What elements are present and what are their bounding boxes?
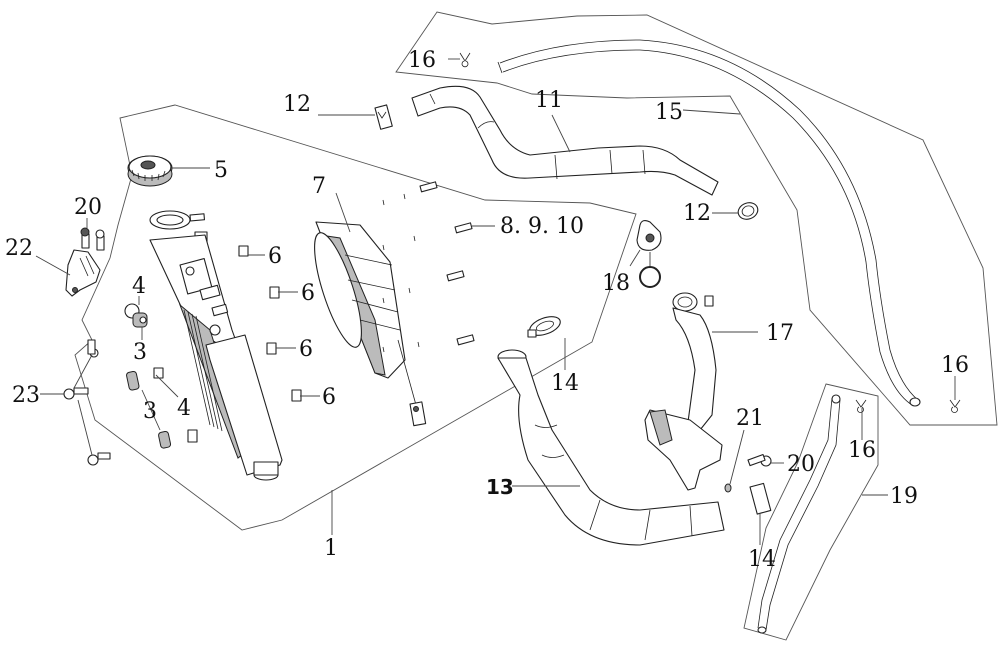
callout-11: 11 bbox=[535, 88, 563, 113]
bracket-part bbox=[65, 227, 105, 297]
siphon-hose-part bbox=[497, 39, 921, 407]
reserve-tank-part bbox=[644, 292, 723, 491]
spring-clips-part bbox=[459, 52, 961, 413]
callout-13: 13 bbox=[486, 475, 514, 499]
callout-5: 5 bbox=[214, 158, 228, 183]
callout-12-right: 12 bbox=[683, 201, 711, 226]
fan-bolts-part bbox=[382, 181, 475, 353]
callout-7: 7 bbox=[312, 174, 326, 199]
hose-clamp-14-part bbox=[527, 316, 561, 338]
callout-20-upper: 20 bbox=[74, 195, 102, 220]
callout-23: 23 bbox=[12, 383, 40, 408]
callout-14-lower: 14 bbox=[748, 547, 776, 572]
callout-15: 15 bbox=[655, 100, 683, 125]
callout-4-upper: 4 bbox=[132, 274, 146, 299]
cooling-fan-part bbox=[314, 221, 427, 427]
callout-3-lower: 3 bbox=[143, 399, 157, 424]
small-hardware-part bbox=[724, 453, 772, 515]
hose-clamps-12-part bbox=[374, 104, 759, 220]
callout-8-9-10: 8. 9. 10 bbox=[500, 214, 584, 239]
callout-17: 17 bbox=[766, 321, 794, 346]
reserve-cap-part bbox=[636, 219, 662, 288]
callout-4-lower: 4 bbox=[177, 396, 191, 421]
callout-19: 19 bbox=[890, 484, 918, 509]
callout-18: 18 bbox=[602, 271, 630, 296]
callout-14-upper: 14 bbox=[551, 371, 579, 396]
radiator-cap-part bbox=[127, 155, 173, 187]
callout-6-a: 6 bbox=[268, 244, 282, 269]
callout-1: 1 bbox=[324, 536, 338, 561]
frame-overflow-hose-group bbox=[743, 383, 879, 641]
callout-16-lower: 16 bbox=[848, 438, 876, 463]
clip-nuts-part bbox=[238, 245, 302, 402]
lower-hose-part bbox=[497, 349, 725, 546]
frame-upper-hose-group bbox=[395, 11, 998, 426]
callout-6-c: 6 bbox=[299, 337, 313, 362]
callout-20-lower: 20 bbox=[787, 452, 815, 477]
bolts-23-part bbox=[63, 339, 111, 466]
callout-6-d: 6 bbox=[322, 385, 336, 410]
overflow-hose-part bbox=[757, 394, 841, 634]
callout-6-b: 6 bbox=[301, 281, 315, 306]
callout-labels: 1 3 3 4 4 5 6 6 6 6 7 8. 9. 10 11 12 12 … bbox=[5, 48, 969, 572]
callout-16-top: 16 bbox=[408, 48, 436, 73]
upper-hose-part bbox=[411, 85, 719, 196]
callout-3-upper: 3 bbox=[133, 340, 147, 365]
callout-16-right: 16 bbox=[941, 353, 969, 378]
callout-12-upper: 12 bbox=[283, 92, 311, 117]
grommets-collars-part bbox=[124, 303, 198, 449]
callout-21: 21 bbox=[736, 406, 764, 431]
leader-lines bbox=[35, 58, 956, 545]
callout-22: 22 bbox=[5, 236, 33, 261]
radiator-part bbox=[149, 210, 283, 481]
